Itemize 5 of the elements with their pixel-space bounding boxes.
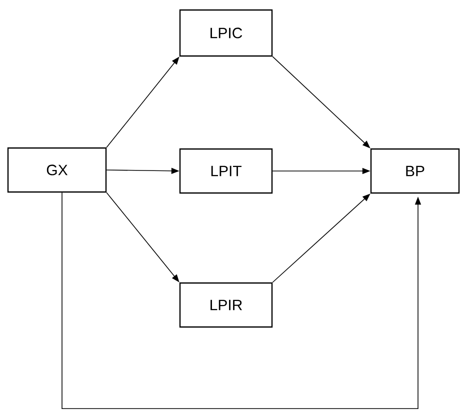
process-box: LPIC xyxy=(179,9,273,57)
process-box: LPIT xyxy=(179,148,273,194)
process-box: GX xyxy=(7,147,107,193)
process-box: BP xyxy=(370,148,460,194)
process-box: LPIR xyxy=(179,282,273,328)
